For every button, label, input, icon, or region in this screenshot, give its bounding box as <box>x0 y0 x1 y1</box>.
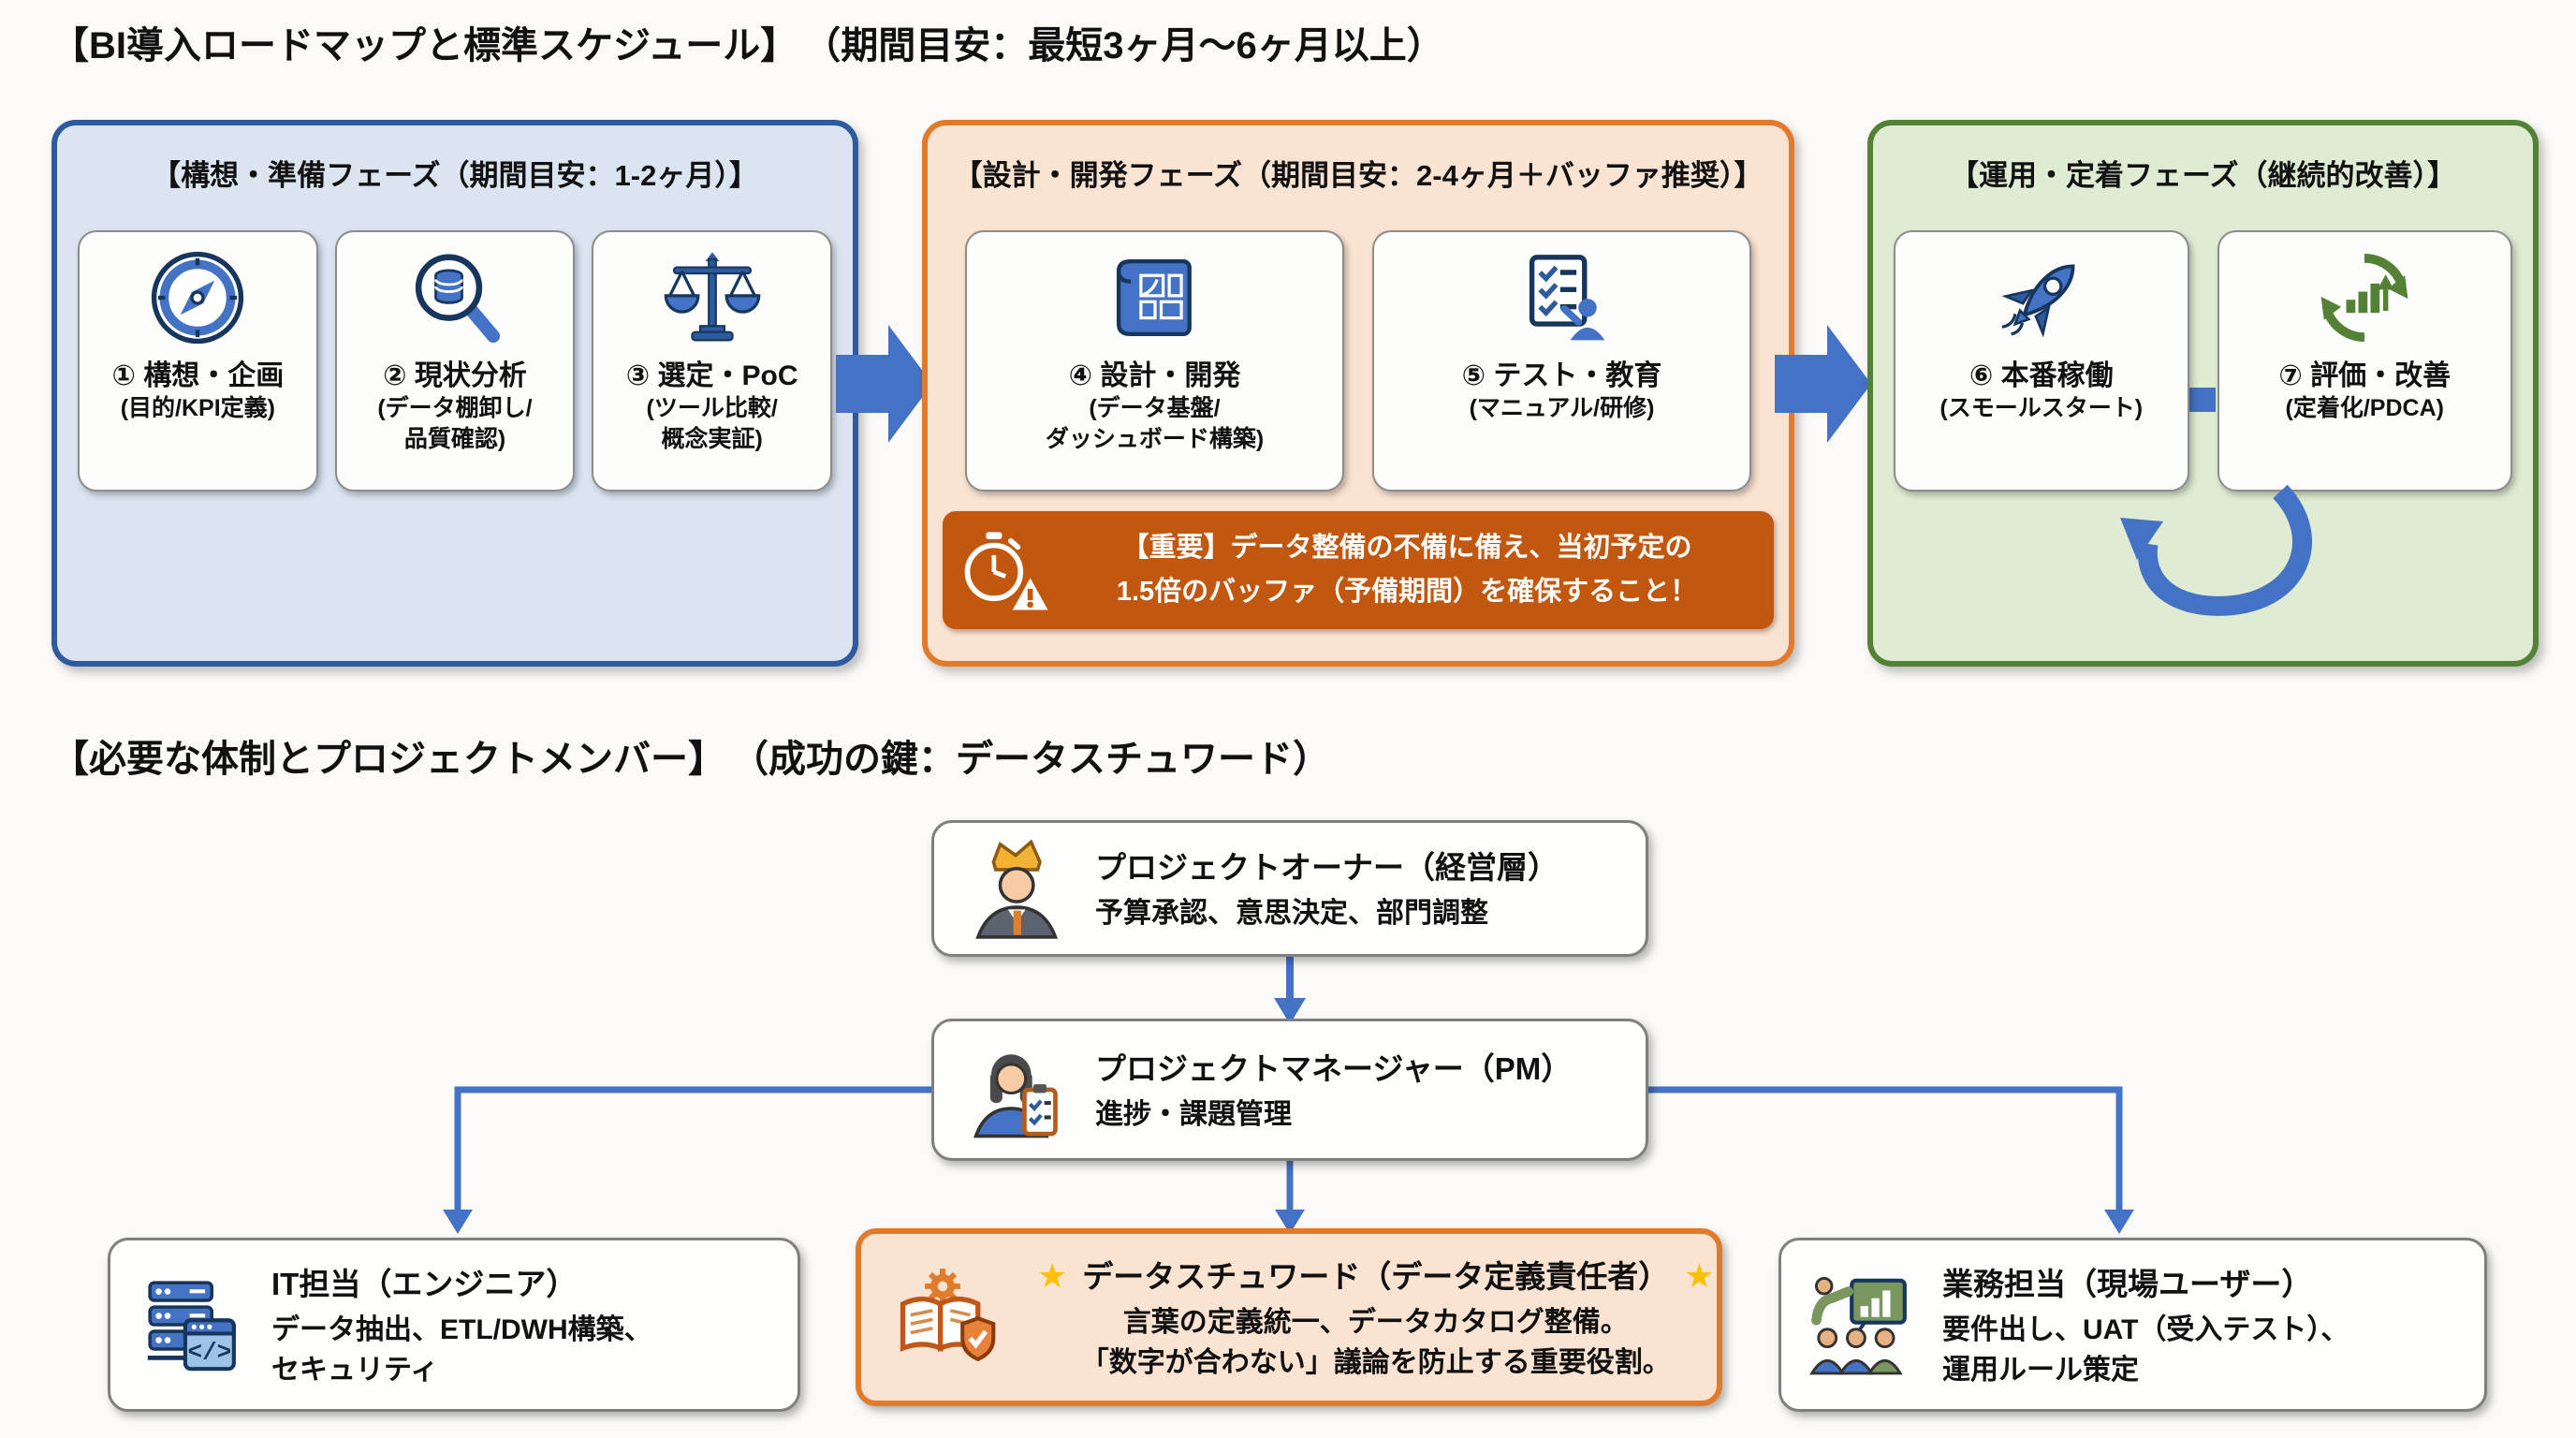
pdca-cycle-icon <box>2320 254 2408 342</box>
phase-planning-box: 【構想・準備フェーズ（期間目安：1-2ヶ月）】 ① 構想・企画 (目的/KPI定… <box>51 120 858 667</box>
step-card-4: ④ 設計・開発 (データ基盤/ ダッシュボード構築) <box>965 230 1344 492</box>
warning-banner: 【重要】データ整備の不備に備え、当初予定の 1.5倍のバッファ（予備期間）を確保… <box>943 511 1774 629</box>
stopwatch-alert-icon <box>964 532 1048 610</box>
owner-title: プロジェクトオーナー（経営層） <box>1095 850 1559 886</box>
it-member-box: </> IT担当（エンジニア） データ抽出、ETL/DWH構築、 セキュリティ <box>108 1238 800 1412</box>
database-search-icon <box>415 254 501 344</box>
step-card-7: ⑦ 評価・改善 (定着化/PDCA) <box>2217 230 2512 492</box>
it-title: IT担当（エンジニア） <box>271 1266 578 1301</box>
steward-desc: 言葉の定義統一、データカタログ整備。 「数字が合わない」議論を防止する重要役割。 <box>1080 1306 1671 1379</box>
steward-title: データスチュワード（データ定義責任者） <box>1082 1258 1670 1294</box>
phase-arrow-1 <box>836 325 932 443</box>
rocket-icon <box>2001 264 2075 338</box>
phase-operation-header: 【運用・定着フェーズ（継続的改善）】 <box>1950 159 2456 192</box>
step-card-5: ⑤ テスト・教育 (マニュアル/研修) <box>1372 230 1751 492</box>
compass-icon <box>152 251 244 345</box>
step-7-subtitle: (定着化/PDCA) <box>2285 395 2444 421</box>
continuous-improvement-loop-arrow <box>2120 484 2312 616</box>
step-5-subtitle: (マニュアル/研修) <box>1469 395 1655 421</box>
checklist-training-icon <box>1529 255 1604 341</box>
crowned-executive-icon <box>975 839 1059 939</box>
roadmap-subtitle: （期間目安：最短3ヶ月〜6ヶ月以上） <box>822 25 1444 66</box>
phase-development-box: 【設計・開発フェーズ（期間目安：2-4ヶ月＋バッファ推奨）】 ④ 設計・開発 (… <box>922 120 1794 667</box>
phase-development-header: 【設計・開発フェーズ（期間目安：2-4ヶ月＋バッファ推奨）】 <box>953 159 1764 192</box>
project-manager-box: プロジェクトマネージャー（PM） 進捗・課題管理 <box>931 1019 1648 1161</box>
step-6-title: ⑥ 本番稼働 <box>1969 360 2114 391</box>
step-card-6: ⑥ 本番稼働 (スモールスタート) <box>1894 230 2189 492</box>
data-steward-box: ★ データスチュワード（データ定義責任者） ★ 言葉の定義統一、データカタログ整備。… <box>856 1228 1722 1406</box>
team-title: 【必要な体制とプロジェクトメンバー】 <box>51 739 725 780</box>
team-subtitle: （成功の鍵：データスチュワード） <box>750 739 1330 780</box>
phase-operation-box: 【運用・定着フェーズ（継続的改善）】 ⑥ 本番稼働 (スモールスタート) <box>1867 120 2539 667</box>
team-section-title: 【必要な体制とプロジェクトメンバー】 （成功の鍵：データスチュワード） <box>51 728 1330 783</box>
star-icon: ★ <box>1684 1255 1715 1295</box>
svg-text:</>: </> <box>188 1339 232 1367</box>
step-4-subtitle: (データ基盤/ ダッシュボード構築) <box>1045 395 1265 452</box>
book-gear-shield-icon <box>900 1269 996 1362</box>
step-2-title: ② 現状分析 <box>383 360 527 391</box>
step-card-3: ③ 選定・PoC (ツール比較/ 概念実証) <box>592 230 833 492</box>
step-3-title: ③ 選定・PoC <box>625 360 798 391</box>
presenter-audience-icon <box>1809 1276 1907 1375</box>
project-owner-box: プロジェクトオーナー（経営層） 予算承認、意思決定、部門調整 <box>931 820 1648 957</box>
step-3-subtitle: (ツール比較/ 概念実証) <box>646 395 778 452</box>
star-icon: ★ <box>1037 1255 1068 1295</box>
business-title: 業務担当（現場ユーザー） <box>1942 1266 2313 1301</box>
pm-to-it-connector <box>454 1086 933 1213</box>
balance-scale-icon <box>664 252 760 342</box>
step-7-title: ⑦ 評価・改善 <box>2278 360 2452 391</box>
step-card-1: ① 構想・企画 (目的/KPI定義) <box>78 230 318 492</box>
it-desc: データ抽出、ETL/DWH構築、 セキュリティ <box>271 1313 652 1387</box>
steward-title-row: ★ データスチュワード（データ定義責任者） ★ <box>1022 1252 1730 1297</box>
pm-to-business-connector <box>1647 1086 2123 1213</box>
warning-text: 【重要】データ整備の不備に備え、当初予定の 1.5倍のバッファ（予備期間）を確保… <box>1116 533 1698 607</box>
business-member-box: 業務担当（現場ユーザー） 要件出し、UAT（受入テスト）、 運用ルール策定 <box>1778 1238 2487 1412</box>
step-1-title: ① 構想・企画 <box>111 360 285 391</box>
pm-title: プロジェクトマネージャー（PM） <box>1095 1051 1573 1087</box>
owner-desc: 予算承認、意思決定、部門調整 <box>1095 898 1488 930</box>
step-1-subtitle: (目的/KPI定義) <box>120 395 275 421</box>
step-2-subtitle: (データ棚卸し/ 品質確認) <box>377 395 533 452</box>
roadmap-section-title: 【BI導入ロードマップと標準スケジュール】 （期間目安：最短3ヶ月〜6ヶ月以上） <box>51 15 1444 69</box>
phase-planning-header: 【構想・準備フェーズ（期間目安：1-2ヶ月）】 <box>152 159 758 192</box>
roadmap-title: 【BI導入ロードマップと標準スケジュール】 <box>51 25 798 66</box>
blueprint-icon <box>1116 258 1192 337</box>
business-desc: 要件出し、UAT（受入テスト）、 運用ルール策定 <box>1942 1313 2349 1387</box>
pm-desc: 進捗・課題管理 <box>1095 1099 1292 1131</box>
server-code-icon: </> <box>147 1281 236 1372</box>
manager-clipboard-icon <box>973 1054 1058 1138</box>
step-card-2: ② 現状分析 (データ棚卸し/ 品質確認) <box>334 230 576 492</box>
phase-arrow-2 <box>1775 325 1871 443</box>
step-6-subtitle: (スモールスタート) <box>1939 395 2144 421</box>
step-4-title: ④ 設計・開発 <box>1068 360 1241 391</box>
step-5-title: ⑤ テスト・教育 <box>1461 360 1662 391</box>
